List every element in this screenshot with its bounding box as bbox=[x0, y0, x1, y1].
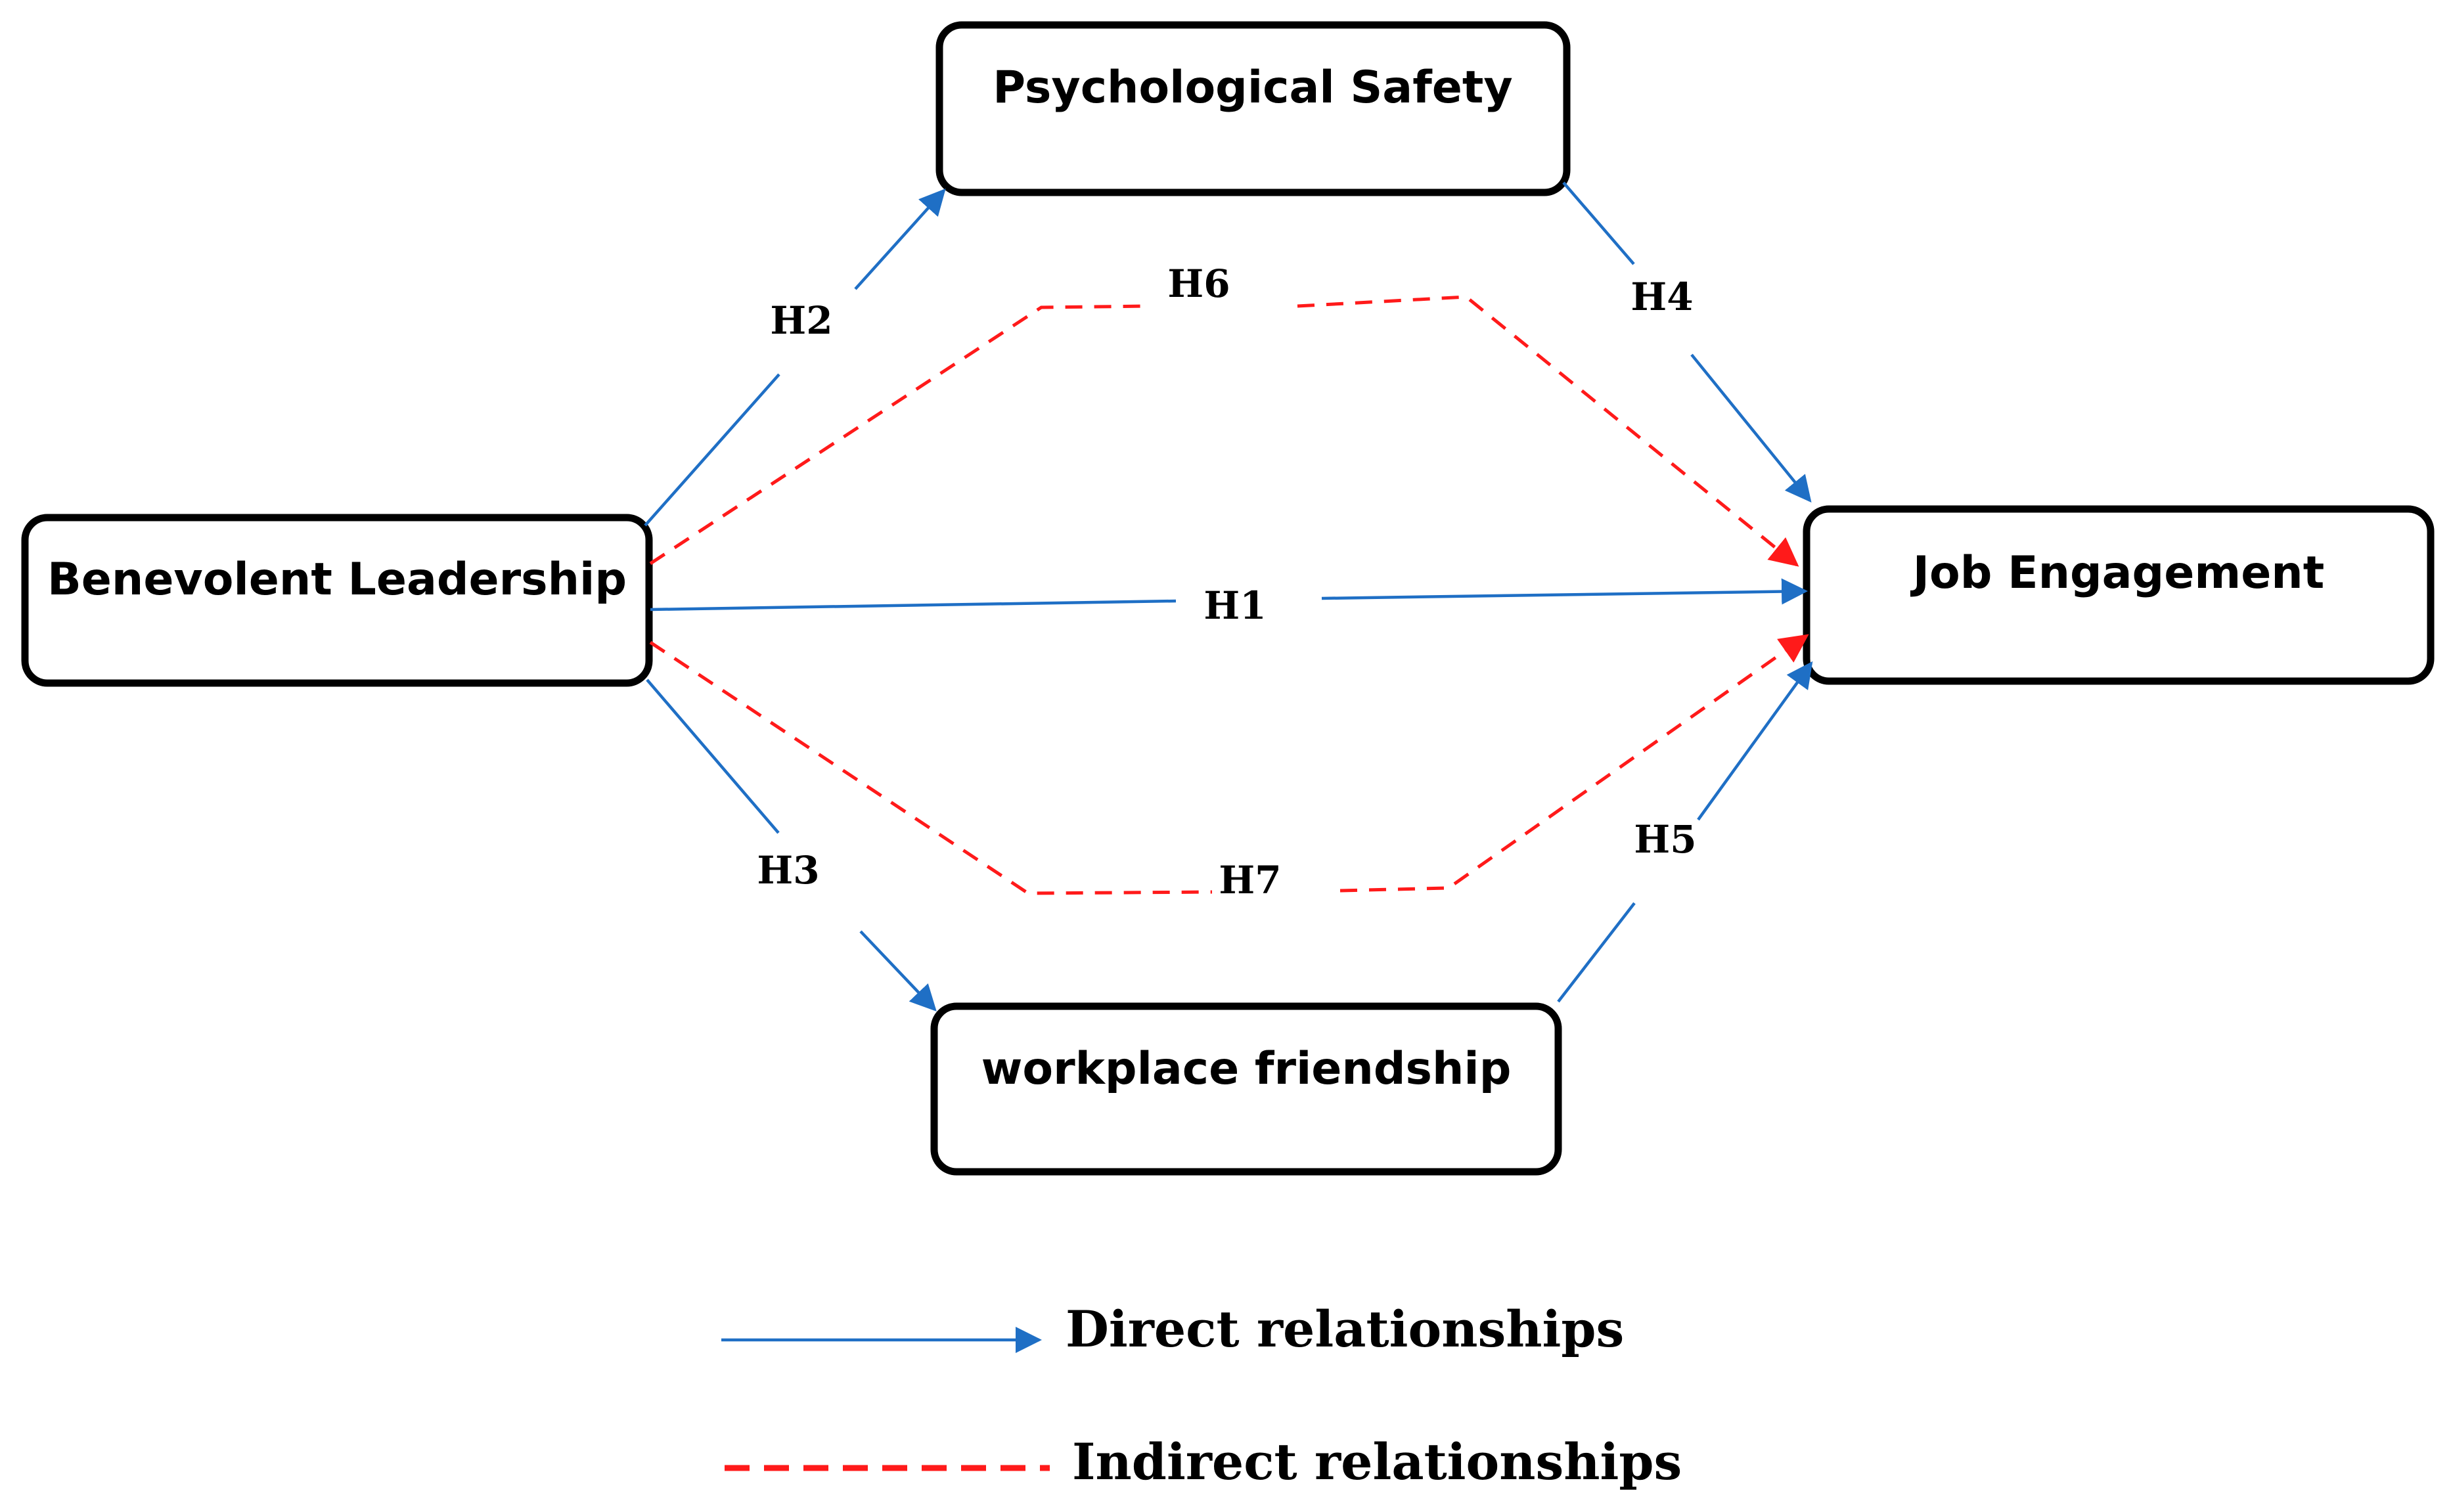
h2-label: H2 bbox=[770, 298, 832, 343]
h7-label: H7 bbox=[1219, 858, 1281, 902]
h7-path bbox=[1339, 634, 1809, 893]
benevolent-leadership-box: Benevolent Leadership bbox=[21, 514, 653, 687]
legend-indirect-label: Indirect relationships bbox=[1072, 1433, 1682, 1491]
benevolent-leadership-label: Benevolent Leadership bbox=[47, 554, 627, 606]
h3-arrow bbox=[859, 930, 937, 1012]
workplace-friendship-label: workplace friendship bbox=[981, 1043, 1512, 1095]
job-engagement-label: Job Engagement bbox=[1910, 547, 2324, 599]
psychological-safety-label: Psychological Safety bbox=[993, 62, 1512, 114]
h2-arrow bbox=[854, 189, 946, 290]
h1-arrow-segment-a bbox=[650, 599, 1177, 611]
h2-arrow-segment-a bbox=[644, 373, 780, 527]
h1-arrow bbox=[1321, 578, 1808, 605]
h6-label: H6 bbox=[1167, 261, 1230, 306]
legend-direct-label: Direct relationships bbox=[1066, 1300, 1624, 1358]
h4-arrow bbox=[1690, 353, 1812, 503]
h6-path bbox=[1297, 295, 1799, 567]
h1-label: H1 bbox=[1203, 583, 1266, 628]
h3-label: H3 bbox=[757, 848, 819, 893]
h3-arrow-segment-a bbox=[646, 678, 780, 834]
h7-path-segment-a bbox=[649, 640, 1213, 895]
h5-arrow-segment-a bbox=[1557, 902, 1636, 1003]
h5-arrow bbox=[1697, 661, 1813, 821]
h4-arrow-segment-a bbox=[1562, 181, 1635, 265]
psychological-safety-box: Psychological Safety bbox=[935, 21, 1571, 196]
h5-label: H5 bbox=[1634, 817, 1696, 862]
h6-path-segment-a bbox=[649, 304, 1150, 566]
legend: Direct relationships Indirect relationsh… bbox=[721, 1300, 1682, 1491]
job-engagement-box: Job Engagement bbox=[1803, 505, 2435, 685]
h4-label: H4 bbox=[1630, 275, 1693, 319]
workplace-friendship-box: workplace friendship bbox=[930, 1002, 1562, 1176]
